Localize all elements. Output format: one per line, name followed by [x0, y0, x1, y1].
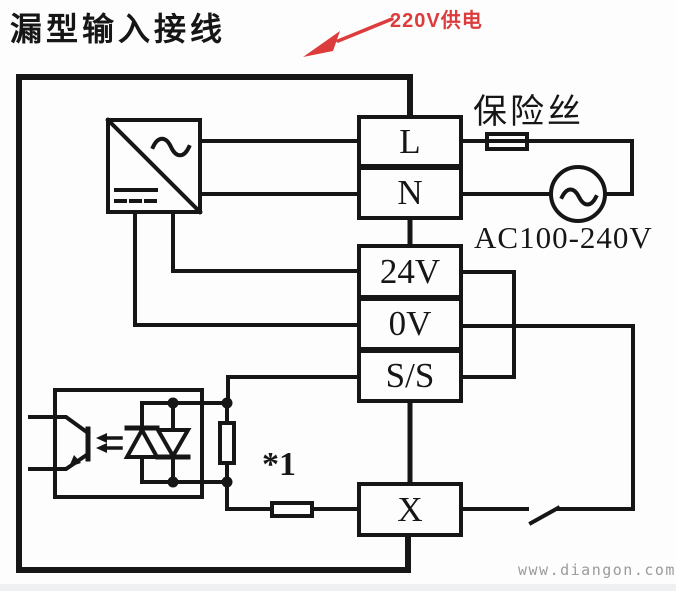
- fuse-icon: [485, 132, 529, 151]
- note-asterisk-label: *1: [262, 446, 296, 483]
- wire-0V-to-switch: [460, 324, 635, 511]
- bottom-strip: [0, 584, 676, 591]
- terminal-24V: 24V: [357, 244, 463, 299]
- ac-source-icon: [549, 165, 607, 223]
- dc-symbol-icon: [114, 188, 158, 203]
- ac-voltage-range-label: AC100-240V: [474, 220, 653, 255]
- annotation-arrow-icon: [303, 17, 394, 57]
- wire-L-fuse-loop: [460, 139, 634, 196]
- supply-annotation-label: 220V供电: [390, 10, 483, 32]
- optocoupler-icon: [28, 388, 236, 499]
- terminal-X: X: [357, 482, 463, 537]
- terminal-L: L: [357, 115, 463, 168]
- diagram-title: 漏型输入接线: [10, 11, 227, 47]
- terminal-SS: S/S: [357, 349, 463, 403]
- diode-down-icon: [154, 401, 192, 484]
- note1-resistor-icon: [225, 480, 360, 518]
- watermark-text: www.diangon.com: [518, 561, 676, 579]
- wire-converter-to-0V: [133, 210, 360, 327]
- light-arrows-icon: [96, 433, 123, 453]
- terminal-0V: 0V: [357, 297, 463, 351]
- terminal-N: N: [357, 166, 463, 220]
- wire-converter-to-24V: [171, 210, 360, 273]
- input-switch-icon: [528, 505, 561, 526]
- phototransistor-icon: [28, 415, 91, 471]
- plc-enclosure-border: [16, 74, 413, 573]
- diode-up-icon: [123, 401, 161, 484]
- ac-wave-icon: [559, 187, 599, 207]
- internal-resistor-icon: [218, 401, 236, 484]
- ac-wave-icon: [150, 136, 192, 158]
- wire-SS-to-optocoupler: [226, 375, 360, 405]
- fuse-label: 保险丝: [473, 94, 584, 131]
- ac-dc-converter-icon: [105, 117, 203, 215]
